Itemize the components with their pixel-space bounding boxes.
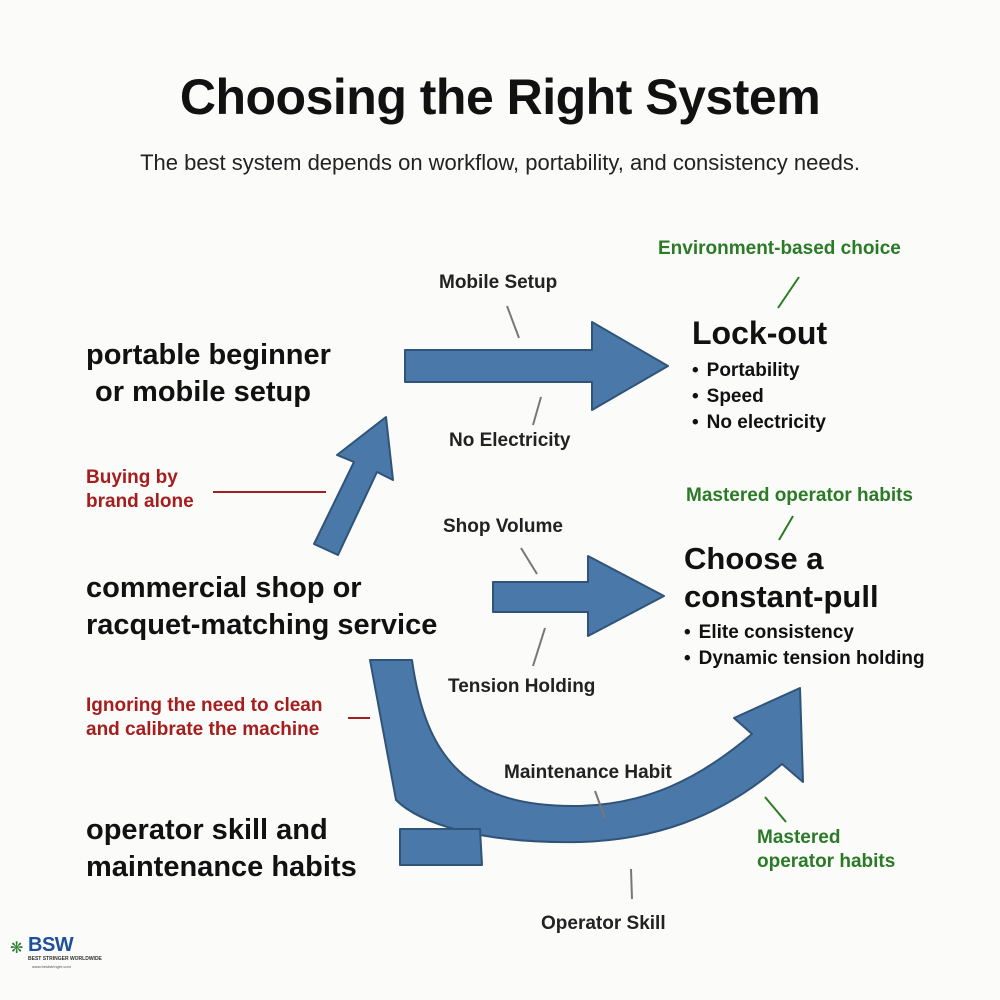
outcome-lockout-title: Lock-out	[692, 315, 828, 351]
bullet-dynamic-tension: Dynamic tension holding	[684, 646, 925, 672]
page-subtitle: The best system depends on workflow, por…	[140, 150, 860, 175]
edge-shop-volume: Shop Volume	[443, 516, 563, 537]
tick-mastered-top	[778, 515, 794, 541]
edge-maintenance-habit: Maintenance Habit	[504, 762, 672, 783]
outcome-constant-pull-title-line-1: Choose a	[684, 541, 824, 576]
tip-mastered-bottom-line-1: Mastered	[757, 827, 841, 848]
logo-url: www.beststringer.com	[32, 964, 71, 969]
pitfall-brand-line-1: Buying by	[86, 467, 178, 488]
edge-operator-skill: Operator Skill	[541, 913, 666, 934]
edge-no-electricity: No Electricity	[449, 430, 571, 451]
edge-tension-holding: Tension Holding	[448, 676, 596, 697]
tick-shop-volume	[520, 547, 538, 575]
outcome-constant-pull-bullets: Elite consistency Dynamic tension holdin…	[684, 620, 925, 672]
input-commercial: commercial shop or racquet-matching serv…	[86, 570, 437, 644]
edge-mobile-setup: Mobile Setup	[439, 272, 558, 293]
pitfall-calibrate-line-2: and calibrate the machine	[86, 719, 320, 740]
pitfall-brand: Buying by brand alone	[86, 466, 194, 514]
bullet-elite-consistency: Elite consistency	[684, 620, 925, 646]
arrow-curved-to-constant-pull	[369, 659, 804, 844]
input-commercial-line-1: commercial shop or	[86, 572, 362, 604]
arrow-commercial-to-constant-pull	[492, 555, 665, 637]
bullet-portability: Portability	[692, 358, 827, 384]
pitfall-calibrate: Ignoring the need to clean and calibrate…	[86, 694, 322, 742]
tick-environment	[777, 276, 800, 309]
input-operator: operator skill and maintenance habits	[86, 812, 357, 886]
input-operator-line-1: operator skill and	[86, 814, 328, 846]
pitfall-calibrate-line-1: Ignoring the need to clean	[86, 695, 323, 716]
outcome-constant-pull: Choose a constant-pull Elite consistency…	[684, 540, 925, 672]
page-title: Choosing the Right System	[179, 69, 821, 125]
input-portable-line-2: or mobile setup	[95, 376, 311, 408]
tick-no-electricity	[532, 396, 542, 426]
input-commercial-line-2: racquet-matching service	[86, 609, 438, 641]
bullet-speed: Speed	[692, 384, 827, 410]
input-portable: portable beginner or mobile setup	[86, 337, 331, 411]
outcome-lockout: Lock-out Portability Speed No electricit…	[692, 314, 827, 436]
outcome-constant-pull-title-line-2: constant-pull	[684, 579, 879, 614]
tick-mobile-setup	[506, 305, 520, 339]
tip-mastered-top: Mastered operator habits	[686, 485, 913, 506]
logo-subtext: BEST STRINGER WORLDWIDE	[28, 956, 102, 962]
tick-maintenance-habit	[594, 790, 606, 819]
logo-leaf-icon: ❋	[10, 940, 24, 957]
tick-operator-skill	[630, 868, 633, 900]
arrow-portable-to-lockout	[404, 321, 669, 411]
outcome-lockout-bullets: Portability Speed No electricity	[692, 358, 827, 436]
input-operator-line-2: maintenance habits	[86, 851, 357, 883]
bullet-no-electricity: No electricity	[692, 410, 827, 436]
tip-environment: Environment-based choice	[658, 238, 901, 259]
brand-logo: ❋ BSW BEST STRINGER WORLDWIDE www.bestst…	[10, 934, 102, 984]
tick-mastered-bottom	[764, 796, 787, 823]
input-portable-line-1: portable beginner	[86, 339, 331, 371]
arrow-commercial-to-portable	[313, 416, 394, 556]
tick-tension-holding	[532, 627, 546, 667]
arrow-operator-body	[399, 828, 483, 866]
logo-mark-text: BSW	[28, 934, 74, 956]
tip-mastered-bottom-line-2: operator habits	[757, 851, 896, 872]
pitfall-brand-line-2: brand alone	[86, 491, 194, 512]
tip-mastered-bottom: Mastered operator habits	[757, 826, 895, 874]
